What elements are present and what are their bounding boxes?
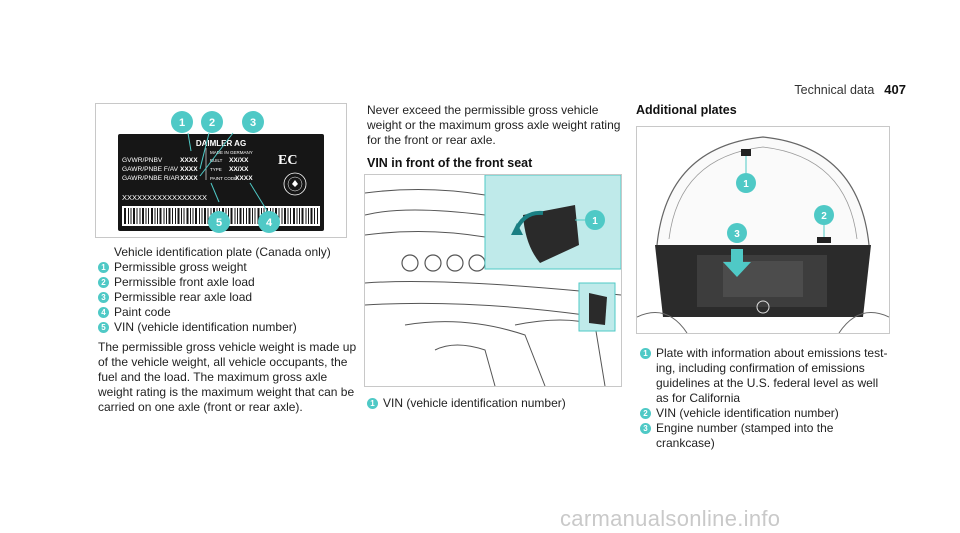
plate-brand: DAIMLER AG — [196, 139, 246, 148]
legend-badge: 3 — [640, 423, 651, 434]
plate-row-2-value: XXXX — [180, 166, 198, 173]
svg-text:2: 2 — [209, 117, 215, 129]
legend-badge: 1 — [367, 398, 378, 409]
vin-seat-figure: 1 — [364, 174, 622, 387]
plate-callout-4: 4 — [258, 211, 280, 233]
page-number: 407 — [884, 82, 906, 97]
identification-plate-figure: DAIMLER AG MADE IN GERMANY GVWR/PNBV GAW… — [95, 103, 347, 238]
identification-plate-illustration: DAIMLER AG MADE IN GERMANY GVWR/PNBV GAW… — [118, 111, 324, 233]
plate-row-3-value: XXXX — [180, 175, 198, 182]
plate-row-1-value: XXXX — [180, 157, 198, 164]
vin-callout-1: 1 — [585, 210, 605, 230]
plate-callout-2: 2 — [201, 111, 223, 133]
axle-text-block: Never exceed the permissible gross vehic… — [367, 103, 622, 171]
canada-seal-icon — [283, 172, 307, 196]
legend-badge: 3 — [98, 292, 109, 303]
vin-cover-flap — [523, 205, 579, 263]
plate-made-in: MADE IN GERMANY — [210, 150, 253, 155]
plate-field-paint-code: PAINT CODE — [210, 176, 237, 181]
svg-text:3: 3 — [734, 229, 740, 240]
svg-text:1: 1 — [743, 179, 749, 190]
plate-type-value: XX/XX — [229, 166, 249, 173]
plate-built-value: XX/XX — [229, 157, 249, 164]
vin-plate-marker — [817, 237, 831, 243]
plate-row-1-label: GVWR/PNBV — [122, 157, 163, 164]
plate-caption: Vehicle identification plate (Canada onl… — [114, 245, 331, 259]
legend-badge: 2 — [98, 277, 109, 288]
axle-paragraph: Never exceed the permissible gross vehic… — [367, 103, 621, 147]
vin-heading: VIN in front of the front seat — [367, 156, 533, 170]
legend-badge: 5 — [98, 322, 109, 333]
legend-badge: 4 — [98, 307, 109, 318]
plate-row-2-label: GAWR/PNBE F/AV — [122, 166, 179, 173]
engine-bay-illustration: 1 2 3 — [637, 127, 889, 333]
legend-badge: 1 — [98, 262, 109, 273]
plate-ec-mark: EC — [278, 153, 297, 168]
weight-paragraph: The permissible gross vehicle weight is … — [98, 340, 357, 414]
emissions-plate-marker — [741, 149, 751, 156]
plate-field-type: TYPE — [210, 167, 222, 172]
interior-dashboard-illustration: 1 — [365, 175, 621, 386]
plates-heading-block: Additional plates — [636, 103, 888, 118]
page-header: Technical data 407 — [794, 82, 906, 97]
legend-badge: 1 — [640, 348, 651, 359]
svg-text:2: 2 — [821, 211, 827, 222]
legend-badge: 2 — [640, 408, 651, 419]
svg-text:1: 1 — [179, 117, 185, 129]
svg-text:3: 3 — [250, 117, 256, 129]
plate-callout-3: 3 — [242, 111, 264, 133]
plates-callout-3: 3 — [727, 223, 747, 243]
watermark: carmanualsonline.info — [560, 506, 781, 531]
plates-callout-1: 1 — [736, 173, 756, 193]
plate-legend-block: Vehicle identification plate (Canada onl… — [98, 245, 358, 415]
plate-row-3-label: GAWR/PNBE R/AR — [122, 175, 180, 182]
plate-callout-1: 1 — [171, 111, 193, 133]
star-emblem-icon — [756, 300, 770, 314]
down-arrow-icon — [723, 249, 751, 277]
plate-vin: XXXXXXXXXXXXXXXXX — [122, 193, 207, 202]
engine-bay-figure: 1 2 3 — [636, 126, 890, 334]
plates-heading: Additional plates — [636, 103, 737, 117]
plate-paint-value: XXXX — [235, 175, 253, 182]
svg-text:5: 5 — [216, 217, 222, 229]
section-title: Technical data — [794, 83, 875, 97]
plate-field-built: BUILT — [210, 158, 223, 163]
plate-callout-5: 5 — [208, 211, 230, 233]
svg-text:4: 4 — [266, 217, 273, 229]
plates-callout-2: 2 — [814, 205, 834, 225]
svg-text:1: 1 — [592, 216, 598, 227]
